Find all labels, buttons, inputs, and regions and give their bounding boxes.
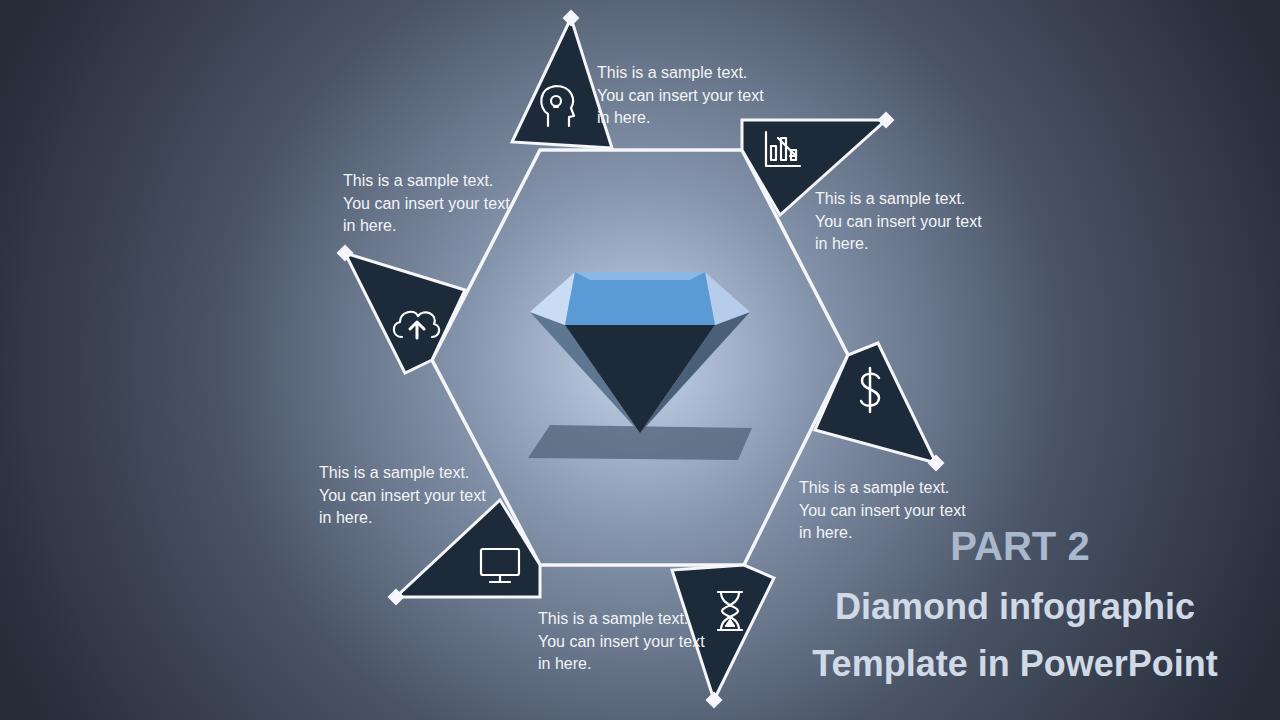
- cloud-icon: [394, 312, 439, 337]
- flag-bottom-left: [396, 500, 540, 597]
- callout-text: This is a sample text. You can insert yo…: [799, 477, 967, 545]
- callout-text: This is a sample text. You can insert yo…: [343, 170, 511, 238]
- flag-right: [815, 343, 936, 463]
- hourglass-icon: [718, 592, 742, 630]
- hexagon-frame: [432, 150, 848, 565]
- flag-left: [345, 253, 465, 373]
- callout-text: This is a sample text. You can insert yo…: [597, 62, 765, 130]
- callout-text: This is a sample text. You can insert yo…: [538, 608, 706, 676]
- icons: [394, 86, 879, 630]
- slide-title: Diamond infographic Template in PowerPoi…: [770, 578, 1260, 692]
- chart-icon: [766, 132, 800, 166]
- diamond-illustration: [528, 272, 752, 460]
- callout-text: This is a sample text. You can insert yo…: [319, 462, 487, 530]
- flag-bottom: [672, 565, 774, 700]
- monitor-icon: [481, 549, 519, 575]
- flag-top: [512, 18, 612, 148]
- bulb-icon: [551, 96, 561, 106]
- callout-text: This is a sample text. You can insert yo…: [815, 188, 983, 256]
- part-number: PART 2: [900, 524, 1140, 569]
- head-icon: [541, 86, 574, 126]
